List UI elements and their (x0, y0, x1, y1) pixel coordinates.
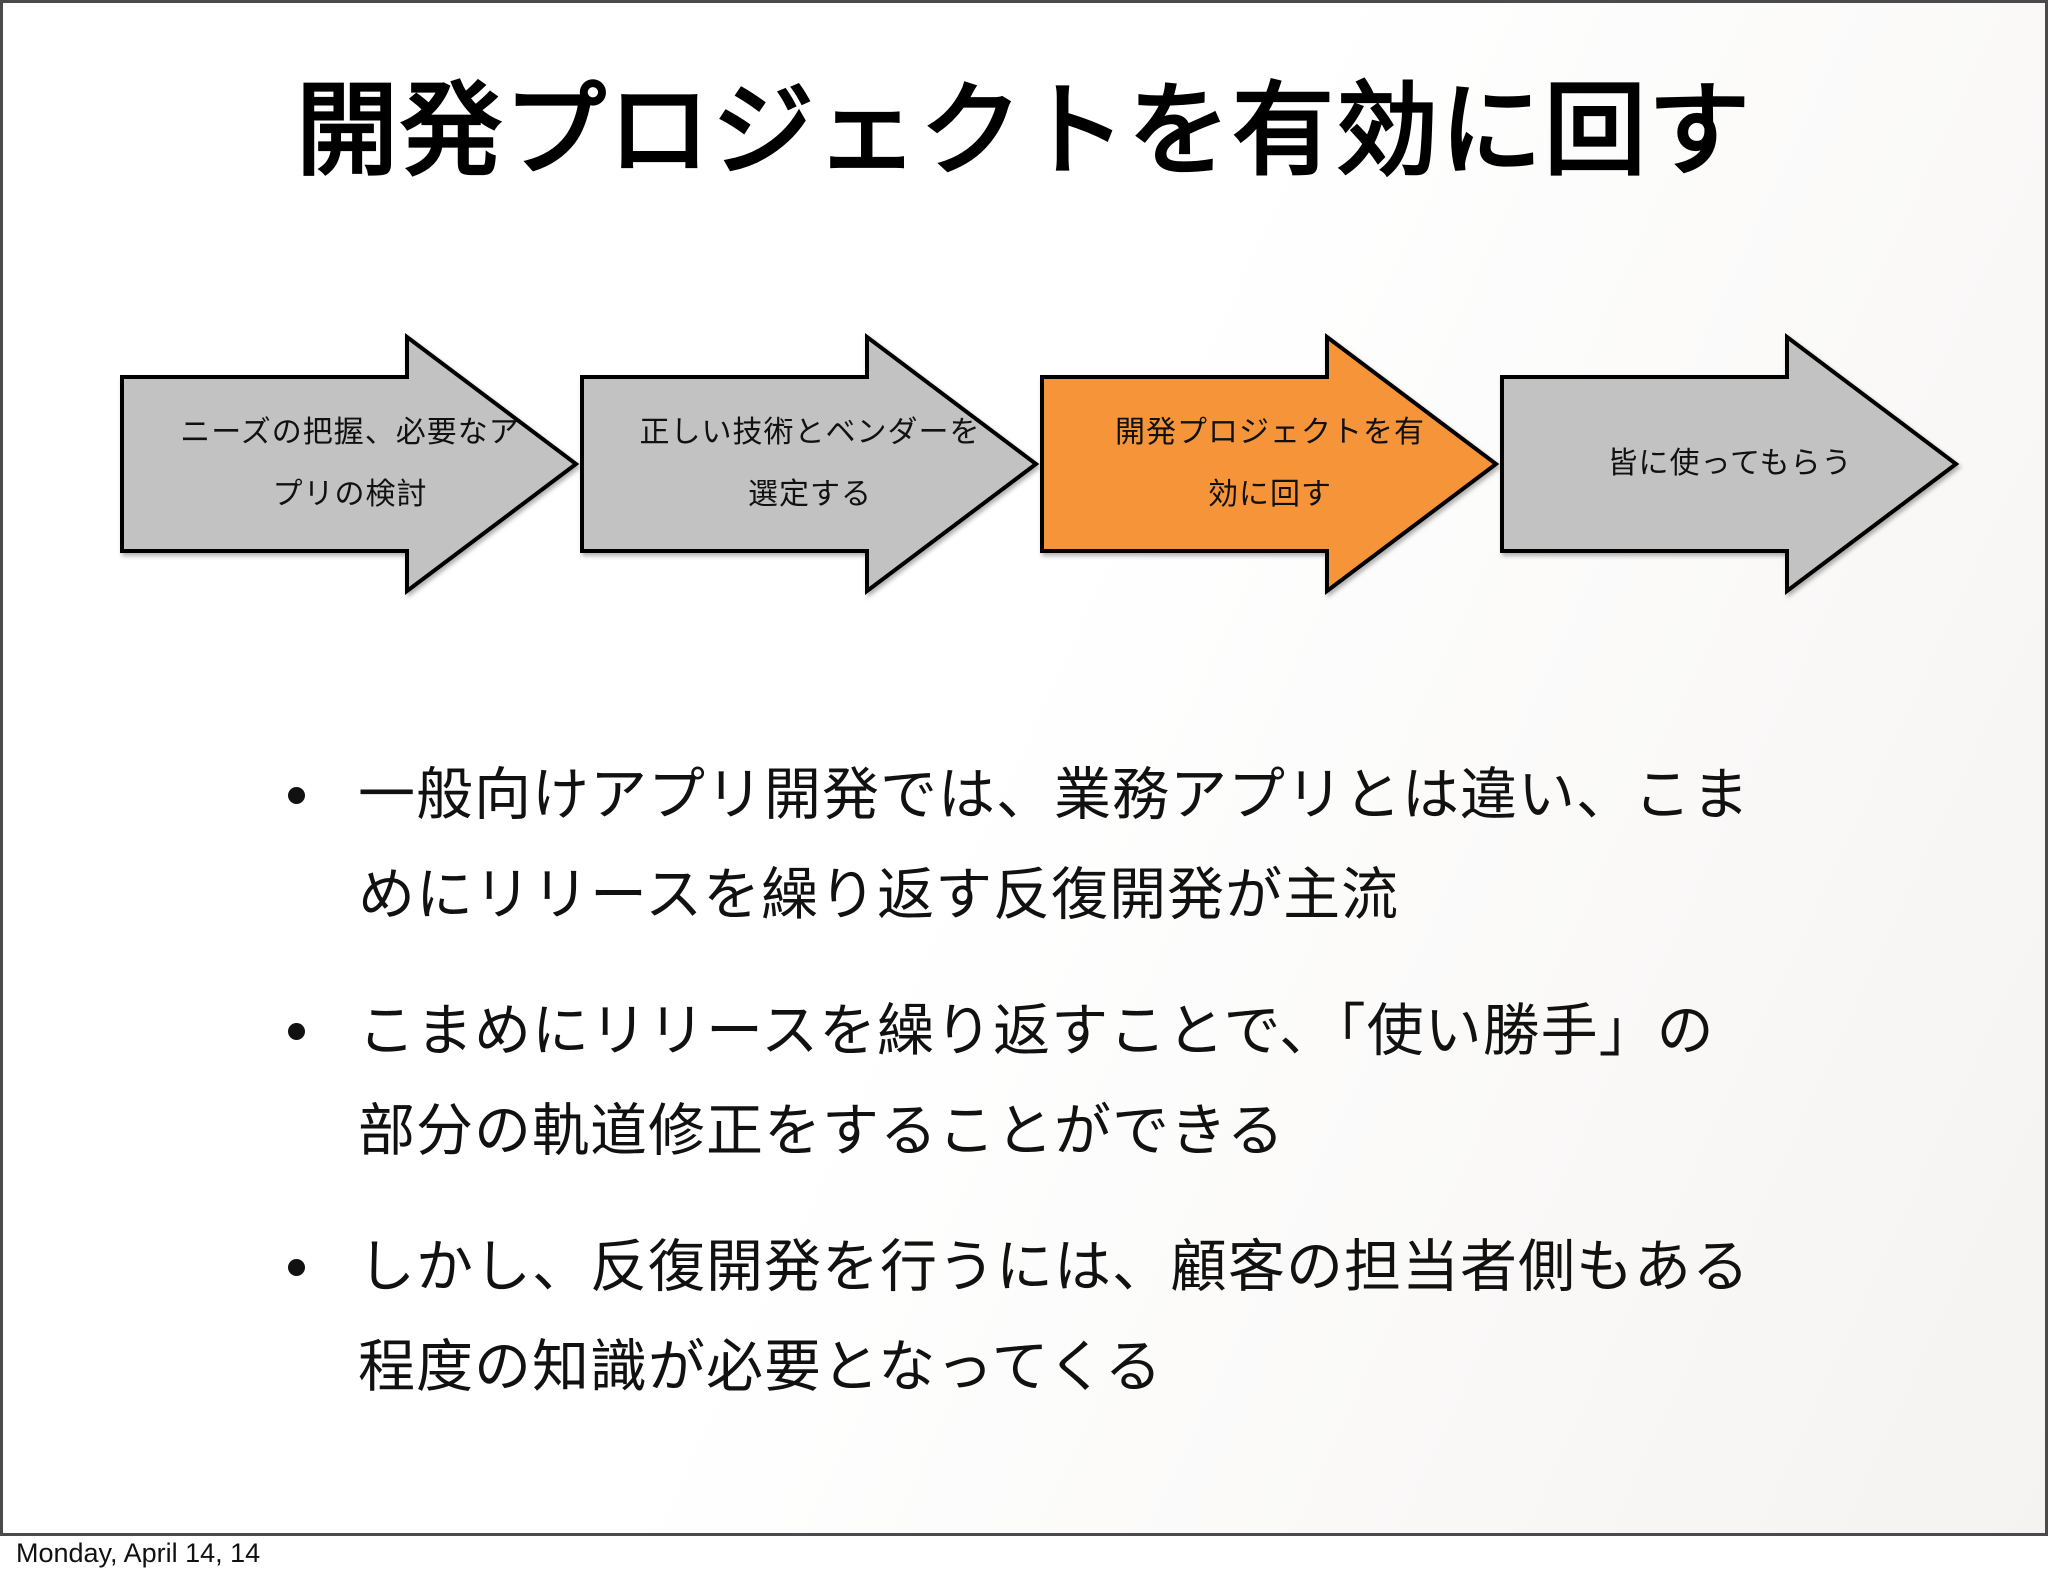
footer-date: Monday, April 14, 14 (16, 1538, 261, 1568)
block-arrow-icon (120, 333, 580, 595)
process-step-label: 正しい技術とベンダーを 選定する (639, 416, 981, 511)
block-arrow-icon (580, 333, 1040, 595)
process-step-run-project-highlighted: 開発プロジェクトを有 効に回す (1040, 333, 1500, 595)
bullet-dot-icon (288, 1023, 305, 1040)
bullet-dot-icon (288, 1259, 305, 1276)
slide-title: 開発プロジェクトを有効に回す (296, 74, 1752, 188)
slide-canvas: 開発プロジェクトを有効に回す ニーズの把握、必要なア プリの検討 正しい技術とベ… (0, 0, 2048, 1536)
process-step-needs: ニーズの把握、必要なア プリの検討 (120, 333, 580, 595)
bullet-dot-icon (288, 787, 305, 804)
bullet-item: こまめにリリースを繰り返すことで、「使い勝手」の 部分の軌道修正をすることができ… (286, 981, 1895, 1181)
process-step-label: 開発プロジェクトを有 効に回す (1115, 416, 1425, 511)
process-step-label: ニーズの把握、必要なア プリの検討 (180, 416, 520, 511)
bullet-list: 一般向けアプリ開発では、業務アプリとは違い、こま めにリリースを繰り返す反復開発… (286, 745, 1895, 1453)
block-arrow-icon (1040, 333, 1500, 595)
process-step-adoption: 皆に使ってもらう (1500, 333, 1960, 595)
process-step-select-vendor: 正しい技術とベンダーを 選定する (580, 333, 1040, 595)
process-flow-diagram: ニーズの把握、必要なア プリの検討 正しい技術とベンダーを 選定する 開 (3, 333, 2045, 595)
block-arrow-icon (1500, 333, 1960, 595)
slide-footer: Monday, April 14, 14 (0, 1536, 2048, 1576)
process-step-label: 皆に使ってもらう (1607, 447, 1853, 480)
bullet-item: しかし、反復開発を行うには、顧客の担当者側もある 程度の知識が必要となってくる (286, 1217, 1895, 1417)
bullet-item: 一般向けアプリ開発では、業務アプリとは違い、こま めにリリースを繰り返す反復開発… (286, 745, 1895, 945)
